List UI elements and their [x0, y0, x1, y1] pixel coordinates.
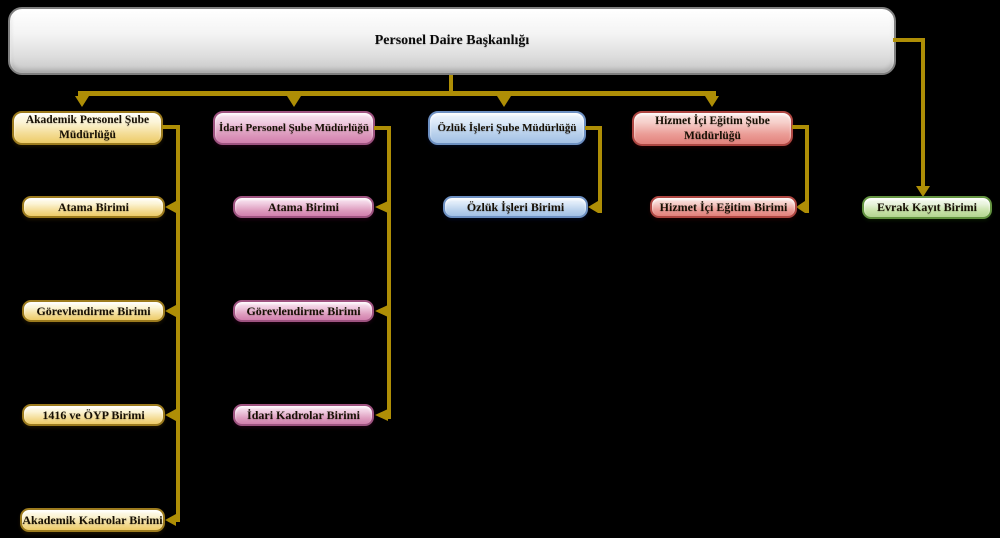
unit-label: Atama Birimi: [268, 199, 339, 214]
unit-label: Görevlendirme Birimi: [246, 303, 361, 318]
arrow-down-icon: [75, 96, 89, 107]
unit-label: Atama Birimi: [58, 199, 129, 214]
unit-label: 1416 ve ÖYP Birimi: [42, 407, 145, 422]
arrow-down-icon: [287, 96, 301, 107]
unit-label: Görevlendirme Birimi: [36, 303, 151, 318]
arrow-left-icon: [375, 305, 388, 317]
unit-label: Özlük İşleri Birimi: [466, 199, 565, 214]
akademik-gorevlendirme-birimi-box: Görevlendirme Birimi: [22, 300, 165, 322]
root-label: Personel Daire Başkanlığı: [374, 33, 530, 48]
1416-ve-oyp-birimi-box: 1416 ve ÖYP Birimi: [22, 404, 165, 426]
connector-main-bar: [78, 91, 716, 96]
unit-label: İdari Kadrolar Birimi: [247, 407, 360, 422]
akademik-atama-birimi-box: Atama Birimi: [22, 196, 165, 218]
hizmet-ici-egitim-sube-mudurlugu-box: Hizmet İçi Eğitim Şube Müdürlüğü: [632, 111, 793, 146]
idari-atama-birimi-box: Atama Birimi: [233, 196, 374, 218]
arrow-down-icon: [497, 96, 511, 107]
connector-col1-v: [176, 125, 180, 522]
connector-col3-v: [598, 126, 602, 213]
unit-label: Hizmet İçi Eğitim Birimi: [659, 199, 788, 214]
column-header-label: Özlük İşleri Şube Müdürlüğü: [437, 121, 577, 134]
connector-col4-h: [792, 125, 809, 129]
connector-root-stub: [449, 75, 453, 92]
unit-label: Akademik Kadrolar Birimi: [22, 512, 163, 527]
column-header-label: Hizmet İçi Eğitim Şube Müdürlüğü: [655, 114, 770, 142]
column-header-label: İdari Personel Şube Müdürlüğü: [218, 121, 370, 134]
arrow-down-icon: [916, 186, 930, 197]
connector-col4-v: [805, 125, 809, 213]
column-header-label: Akademik Personel Şube Müdürlüğü: [25, 114, 150, 141]
ozluk-isleri-sube-mudurlugu-box: Özlük İşleri Şube Müdürlüğü: [428, 111, 586, 145]
connector-evrak-h: [893, 38, 925, 42]
idari-personel-sube-mudurlugu-box: İdari Personel Şube Müdürlüğü: [213, 111, 375, 145]
arrow-left-icon: [165, 514, 176, 526]
arrow-left-icon: [165, 409, 176, 421]
connector-evrak-v: [921, 38, 925, 188]
unit-label: Evrak Kayıt Birimi: [877, 200, 977, 214]
connector-col2-v: [387, 126, 391, 419]
arrow-left-icon: [165, 305, 176, 317]
idari-kadrolar-birimi-box: İdari Kadrolar Birimi: [233, 404, 374, 426]
connector-col2-h: [374, 126, 391, 130]
arrow-left-icon: [375, 409, 388, 421]
akademik-kadrolar-birimi-box: Akademik Kadrolar Birimi: [20, 508, 165, 532]
evrak-kayit-birimi-box: Evrak Kayıt Birimi: [862, 196, 992, 219]
ozluk-isleri-birimi-box: Özlük İşleri Birimi: [443, 196, 588, 218]
akademik-personel-sube-mudurlugu-box: Akademik Personel Şube Müdürlüğü: [12, 111, 163, 145]
hizmet-ici-egitim-birimi-box: Hizmet İçi Eğitim Birimi: [650, 196, 797, 218]
connector-col3-h: [585, 126, 602, 130]
arrow-left-icon: [375, 201, 388, 213]
connector-col1-h: [162, 125, 180, 129]
arrow-left-icon: [588, 201, 598, 213]
root-box: Personel Daire Başkanlığı: [8, 7, 896, 75]
arrow-left-icon: [165, 201, 176, 213]
arrow-left-icon: [796, 201, 805, 213]
arrow-down-icon: [705, 96, 719, 107]
idari-gorevlendirme-birimi-box: Görevlendirme Birimi: [233, 300, 374, 322]
